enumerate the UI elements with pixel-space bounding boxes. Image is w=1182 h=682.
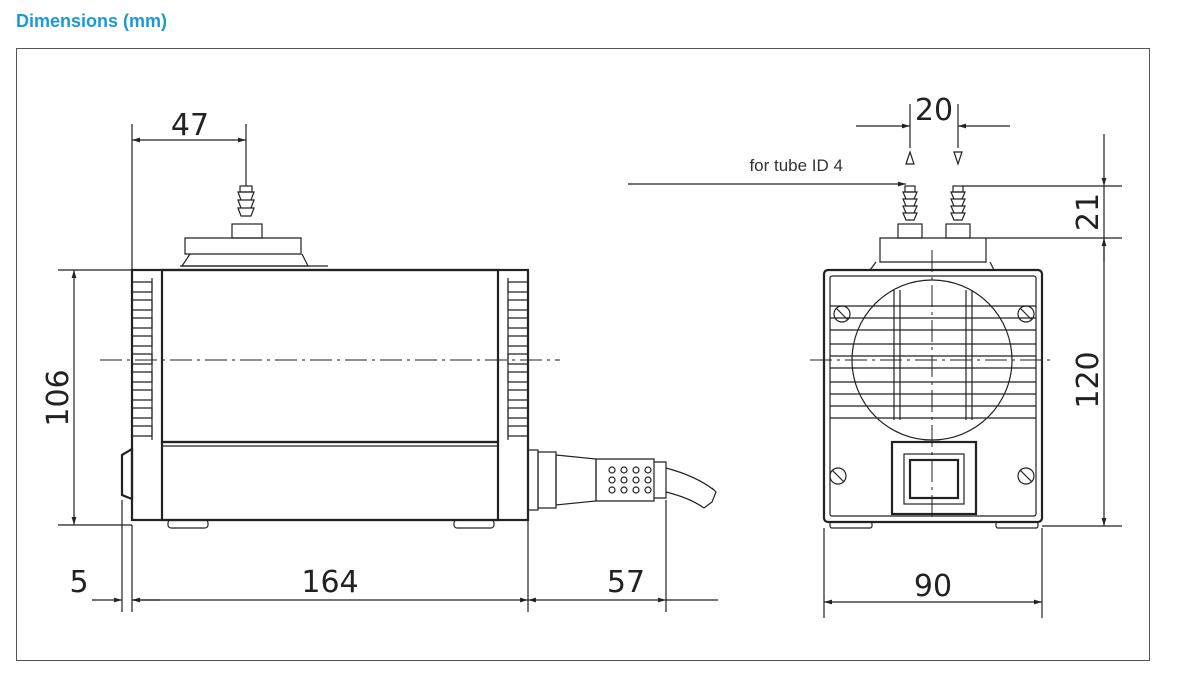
dim-57: 57	[607, 565, 645, 600]
tube-note: for tube ID 4	[749, 156, 843, 175]
side-dimensions: 20 for tube ID 4 21 120 90	[628, 93, 1122, 618]
dim-120: 120	[1071, 351, 1106, 408]
drawing-frame	[16, 48, 1150, 661]
dim-20: 20	[915, 93, 953, 128]
dim-164: 164	[301, 565, 358, 600]
side-view	[810, 150, 1050, 529]
side-body	[810, 250, 1050, 529]
dim-106: 106	[41, 369, 76, 426]
front-view	[100, 185, 717, 529]
front-top-fitting	[180, 185, 328, 267]
dim-21: 21	[1071, 193, 1106, 231]
dim-90: 90	[914, 569, 952, 604]
front-cable-plug	[528, 449, 717, 511]
page-title: Dimensions (mm)	[16, 11, 168, 31]
dim-5: 5	[69, 565, 88, 600]
front-body	[120, 268, 530, 529]
dim-47: 47	[171, 108, 209, 143]
front-dimensions: 47 106 5 164 57	[41, 108, 718, 612]
